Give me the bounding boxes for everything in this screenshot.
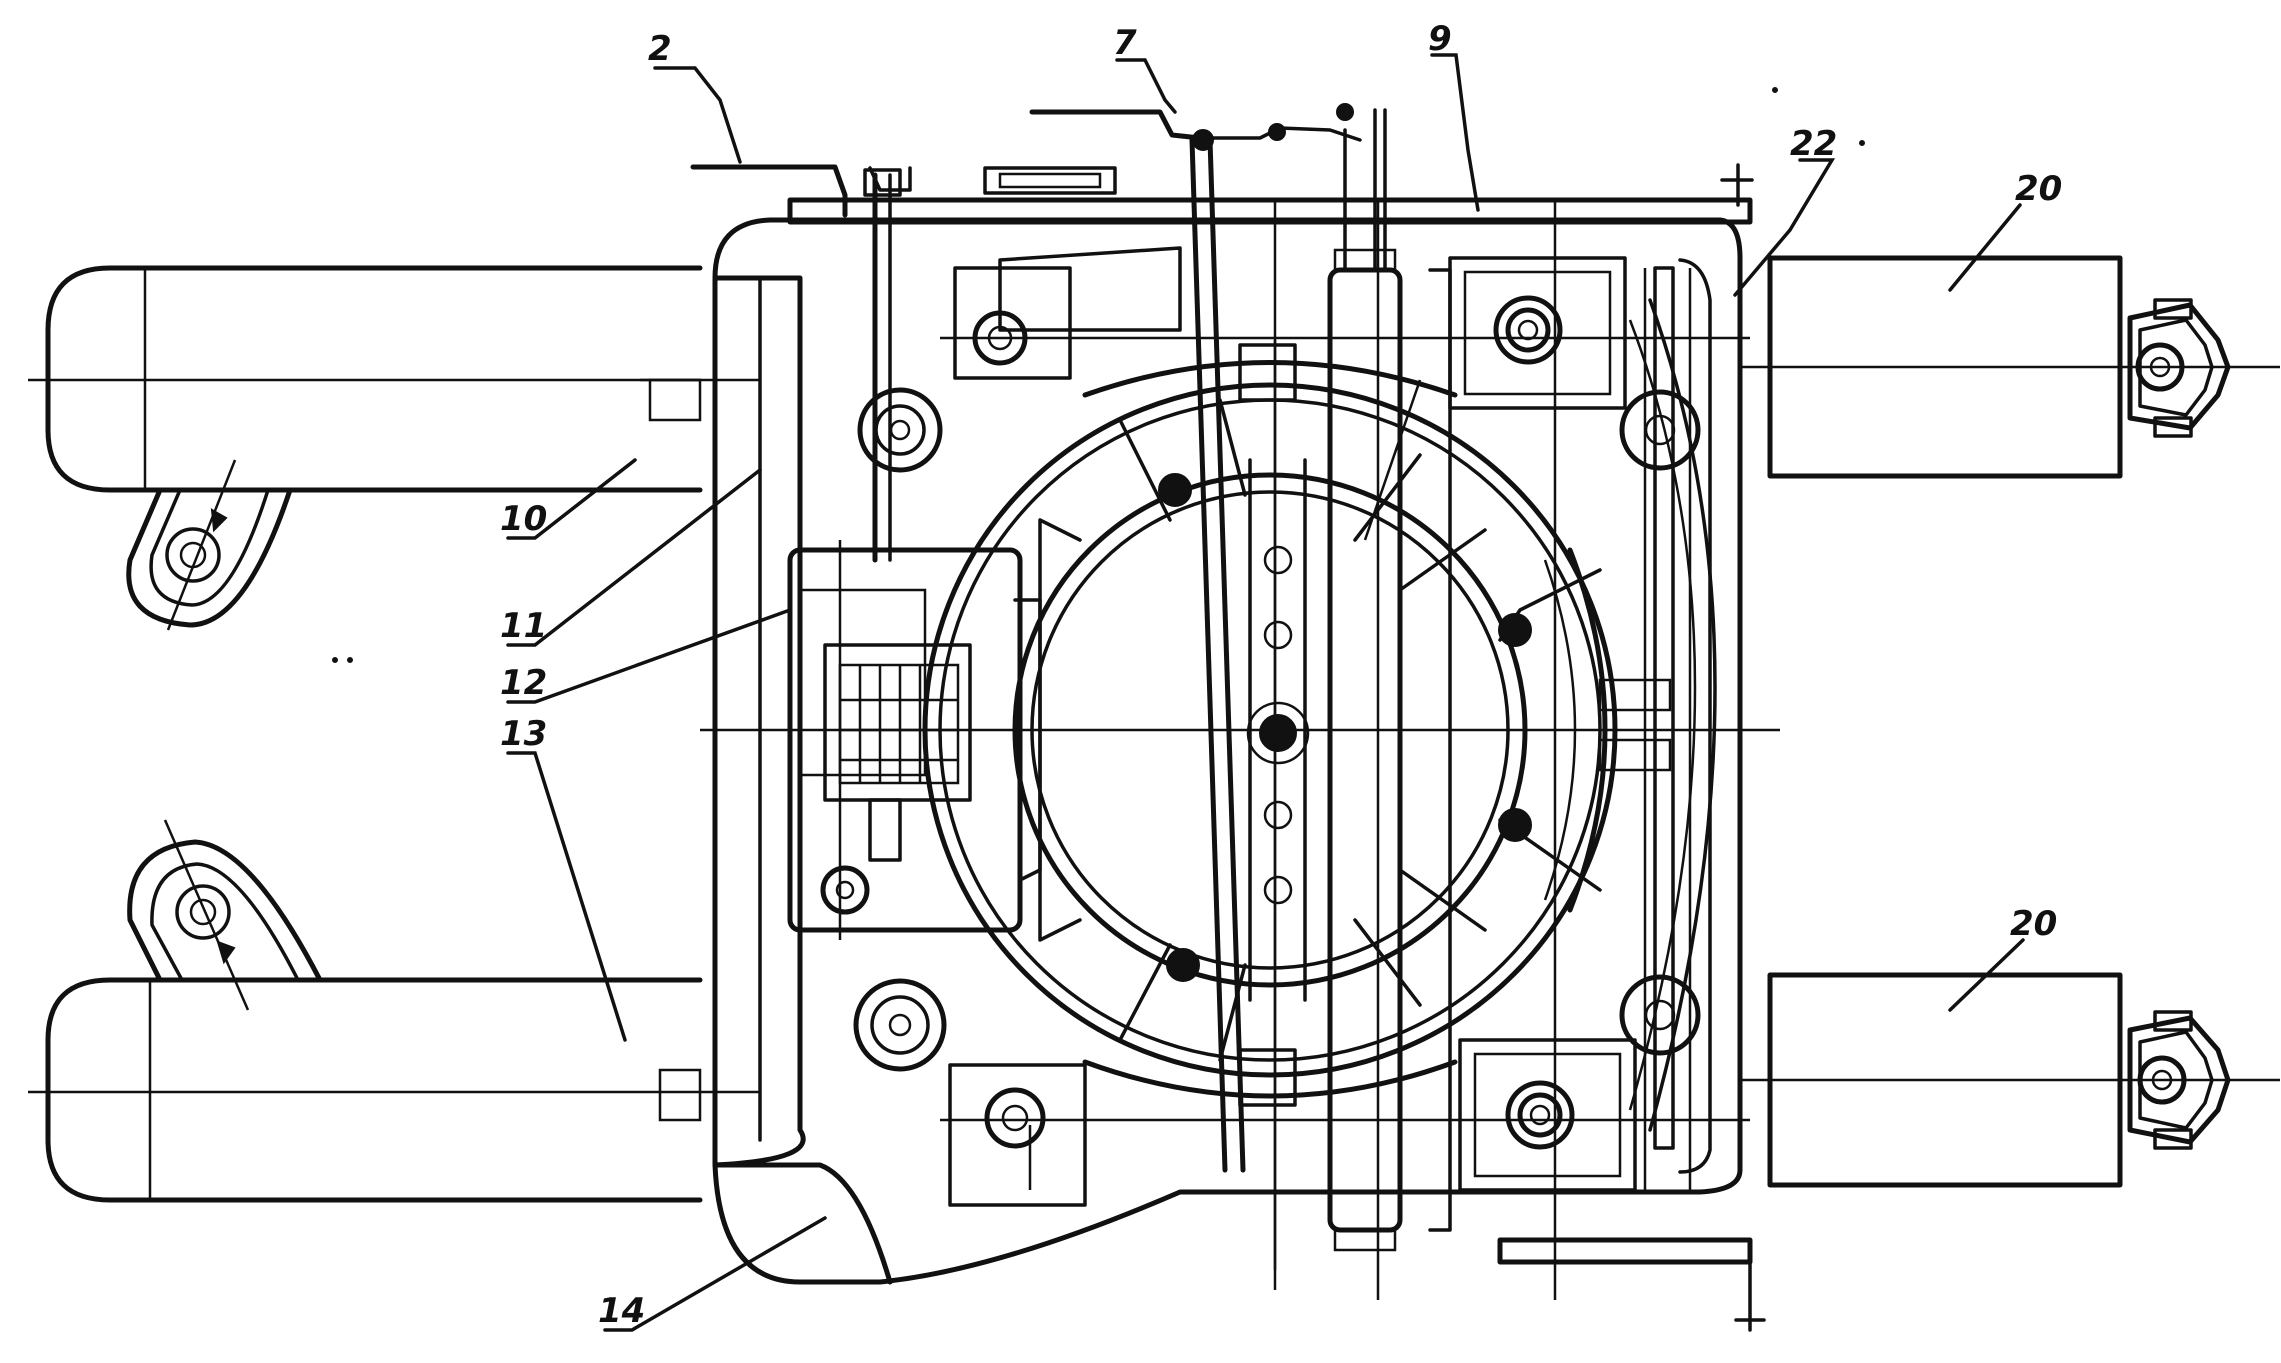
right-upper-end-fitting xyxy=(2127,298,2231,438)
label-11: 11 xyxy=(500,606,547,646)
right-upper-arm xyxy=(1740,255,2280,479)
rotary-segments xyxy=(1038,379,1602,1062)
left-upper-arm xyxy=(28,265,760,493)
label-13: 13 xyxy=(500,714,547,754)
label-2: 2 xyxy=(648,29,672,69)
part-labels: 2 7 9 22 20 20 10 11 12 13 14 xyxy=(500,19,2062,1331)
vertical-rods xyxy=(1189,108,1557,1300)
right-lower-end-fitting xyxy=(2127,1010,2231,1150)
label-20-top: 20 xyxy=(2015,169,2062,209)
left-upper-lug xyxy=(126,459,293,631)
top-rail xyxy=(787,163,1754,225)
label-20-bottom: 20 xyxy=(2010,904,2057,944)
label-7: 7 xyxy=(1113,23,1137,63)
side-panels xyxy=(1028,268,1452,1232)
rotary-rim-bolts xyxy=(1158,473,1532,982)
upper-blocks xyxy=(940,246,1750,410)
main-frame xyxy=(712,217,1743,1285)
right-lower-arm xyxy=(1740,972,2280,1188)
label-22: 22 xyxy=(1790,124,1837,164)
label-9: 9 xyxy=(1428,19,1452,59)
label-12: 12 xyxy=(500,663,547,703)
leader-lines xyxy=(506,53,2025,1332)
left-lower-arm xyxy=(28,977,760,1203)
left-lower-lug xyxy=(127,819,323,1011)
label-10: 10 xyxy=(500,499,547,539)
stray-marks xyxy=(332,87,1865,663)
bottom-rail xyxy=(1497,1237,1766,1332)
bolt-holes xyxy=(820,295,1701,1150)
left-side-plate xyxy=(712,275,893,1285)
label-14: 14 xyxy=(598,1291,645,1331)
